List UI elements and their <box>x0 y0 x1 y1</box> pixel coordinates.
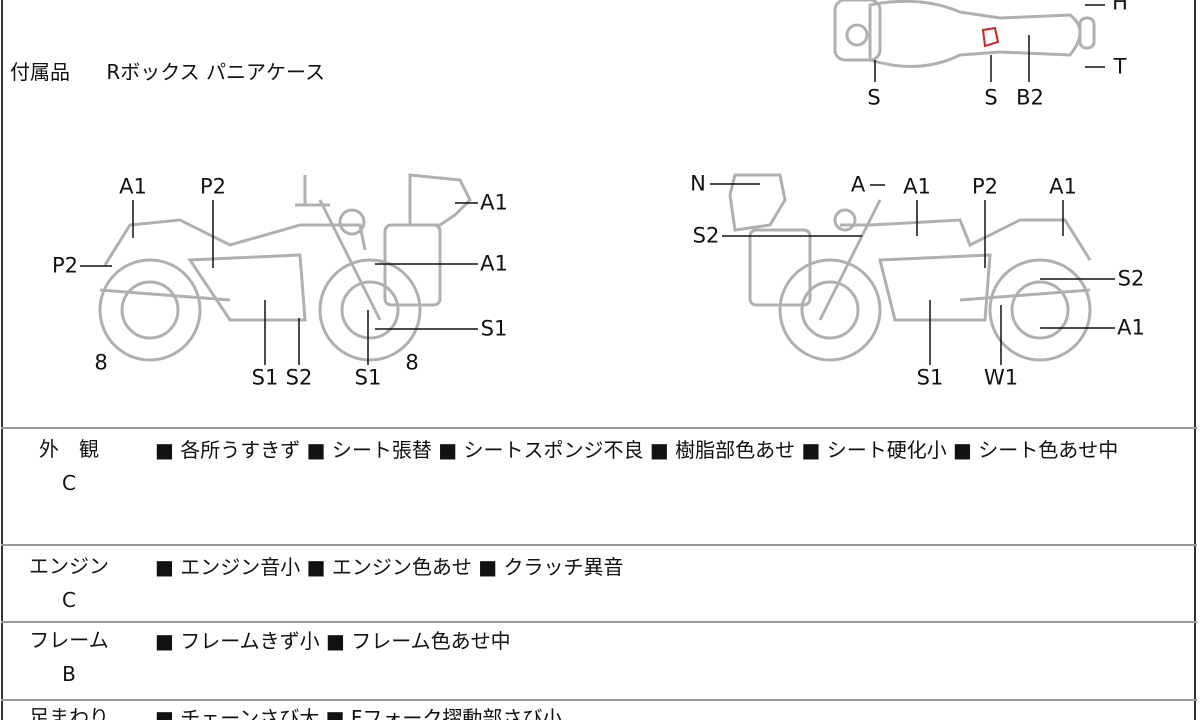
section-name: 外 観 <box>39 437 99 461</box>
label-S: S <box>867 85 881 110</box>
top-view-drawing <box>833 0 1105 82</box>
accessories-label: 付属品 <box>10 60 70 84</box>
damage-label: A <box>850 172 866 197</box>
divider <box>1 621 1197 623</box>
damage-label: A1 <box>480 251 508 276</box>
section-grade: C <box>62 471 76 495</box>
label-T: T <box>1113 54 1127 79</box>
damage-label: S2 <box>285 365 313 390</box>
section-notes: ■ 各所うすきず ■ シート張替 ■ シートスポンジ不良 ■ 樹脂部色あせ ■ … <box>155 438 1119 462</box>
damage-label: A1 <box>1117 315 1145 340</box>
section-name: 足まわり <box>29 705 109 720</box>
left-side-drawing <box>98 173 472 362</box>
label-S: S <box>984 85 998 110</box>
damage-label: A1 <box>903 174 931 199</box>
label-H: H <box>1112 0 1128 15</box>
damage-label: A1 <box>1049 174 1077 199</box>
section-name: フレーム <box>29 628 109 652</box>
section-grade: B <box>62 662 76 686</box>
damage-label: S1 <box>251 365 279 390</box>
damage-label: 8 <box>94 350 108 375</box>
damage-label: S1 <box>916 365 944 390</box>
accessories-value: Rボックス パニアケース <box>106 60 326 84</box>
damage-label: S2 <box>1117 266 1145 291</box>
damage-label: S1 <box>354 365 382 390</box>
damage-label: 8 <box>405 350 419 375</box>
divider <box>1 427 1197 429</box>
damage-label: A1 <box>119 174 147 199</box>
divider <box>1 699 1197 701</box>
damage-label: N <box>690 171 706 196</box>
damage-label: S2 <box>692 223 720 248</box>
section-notes: ■ エンジン音小 ■ エンジン色あせ ■ クラッチ異音 <box>155 555 624 579</box>
right-side-drawing <box>728 173 1092 362</box>
damage-label: A1 <box>480 190 508 215</box>
motorcycle-diagrams <box>80 0 1115 365</box>
section-name: エンジン <box>29 554 109 578</box>
damage-label: S1 <box>480 316 508 341</box>
damage-label: P2 <box>199 174 227 199</box>
damage-label: P2 <box>51 253 79 278</box>
damage-label: W1 <box>983 365 1019 390</box>
section-notes: ■ チェーンさび大 ■ Fフォーク摺動部さび小 <box>155 706 563 720</box>
section-grade: C <box>62 588 76 612</box>
damage-label: P2 <box>971 174 999 199</box>
leader-lines <box>80 183 1115 365</box>
section-notes: ■ フレームきず小 ■ フレーム色あせ中 <box>155 629 511 653</box>
divider <box>1 544 1197 546</box>
label-B2: B2 <box>1016 85 1044 110</box>
accessories-line: 付属品 Rボックス パニアケース <box>10 56 355 85</box>
